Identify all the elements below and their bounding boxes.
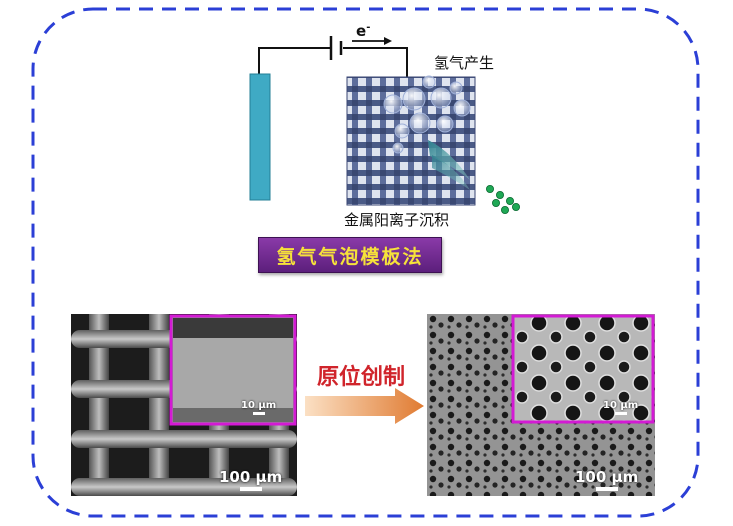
battery-symbol [329, 36, 343, 60]
transformation-arrow [305, 388, 424, 424]
method-title: 氢气气泡模板法 [276, 245, 424, 268]
scale-bar-inset-left: 10 µm [241, 400, 276, 415]
circuit-wires [258, 47, 408, 78]
ion-diffusion-plume [428, 140, 470, 180]
electron-flow-arrow [352, 37, 392, 45]
hydrogen-bubbles [383, 75, 471, 154]
sem-image-bare-mesh: 10 µm 100 µm [71, 314, 297, 496]
hydrogen-generation-label: 氢气产生 [434, 54, 495, 72]
sem-inset-porous-surface [511, 314, 655, 424]
cation-deposition-label: 金属阳离子沉积 [344, 211, 450, 229]
metal-cation-particles [485, 184, 521, 214]
sem-bare-mesh-texture [71, 314, 297, 496]
counter-electrode [249, 73, 271, 201]
electron-label: e- [356, 22, 371, 40]
in-situ-fabrication-label: 原位创制 [316, 364, 405, 390]
sem-porous-foam-texture [427, 314, 655, 496]
sem-image-porous-foam: 10 µm 100 µm [427, 314, 655, 496]
scale-bar-inset-right: 10 µm [603, 400, 638, 415]
scale-bar-main-left: 100 µm [219, 468, 282, 491]
ion-diffusion-plume-2 [432, 155, 470, 190]
scale-bar-main-right: 100 µm [575, 468, 638, 491]
method-title-box: 氢气气泡模板法 [258, 237, 442, 273]
